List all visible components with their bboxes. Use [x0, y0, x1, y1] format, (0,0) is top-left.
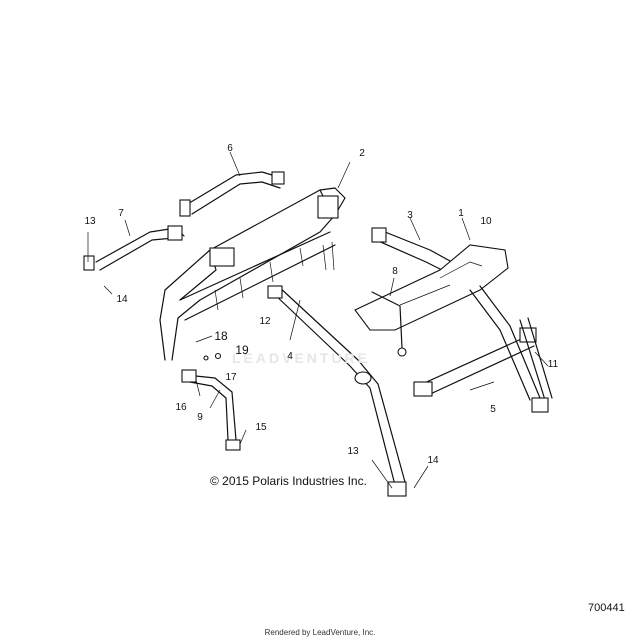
callout-6: 6 [227, 143, 233, 154]
callout-15: 15 [255, 422, 267, 433]
part-4-tube [267, 285, 429, 497]
callout-14a: 14 [116, 294, 128, 305]
copyright-notice: © 2015 Polaris Industries Inc. [210, 474, 367, 488]
diagram-id: 700441 [588, 602, 625, 614]
part-2-hoop [159, 161, 351, 361]
callout-13a: 13 [84, 216, 96, 227]
callout-1: 1 [458, 208, 464, 219]
callout-2: 2 [359, 148, 365, 159]
callout-19: 19 [235, 343, 249, 357]
callout-11: 11 [547, 359, 559, 370]
callout-5: 5 [490, 404, 496, 415]
callout-16: 16 [175, 402, 187, 413]
part-8-hardware [371, 277, 407, 357]
callout-3: 3 [407, 210, 413, 221]
part-6-tube [179, 151, 285, 217]
callout-9: 9 [197, 412, 203, 423]
callout-14b: 14 [427, 455, 439, 466]
hardware-18-19 [195, 335, 222, 361]
callout-4: 4 [287, 351, 293, 362]
part-5-bar [413, 285, 553, 413]
footer-credit: Rendered by LeadVenture, Inc. [264, 628, 376, 637]
part-7-bracket [83, 219, 185, 295]
callout-18: 18 [214, 329, 228, 343]
callout-17: 17 [225, 372, 237, 383]
callout-10: 10 [480, 216, 492, 227]
watermark: LEADVENTURE [232, 350, 371, 366]
callout-13b: 13 [347, 446, 359, 457]
part-1-panel [354, 217, 509, 331]
callout-8: 8 [392, 266, 398, 277]
callout-12: 12 [259, 316, 271, 327]
part-9-bracket [181, 369, 247, 451]
callout-7: 7 [118, 208, 124, 219]
